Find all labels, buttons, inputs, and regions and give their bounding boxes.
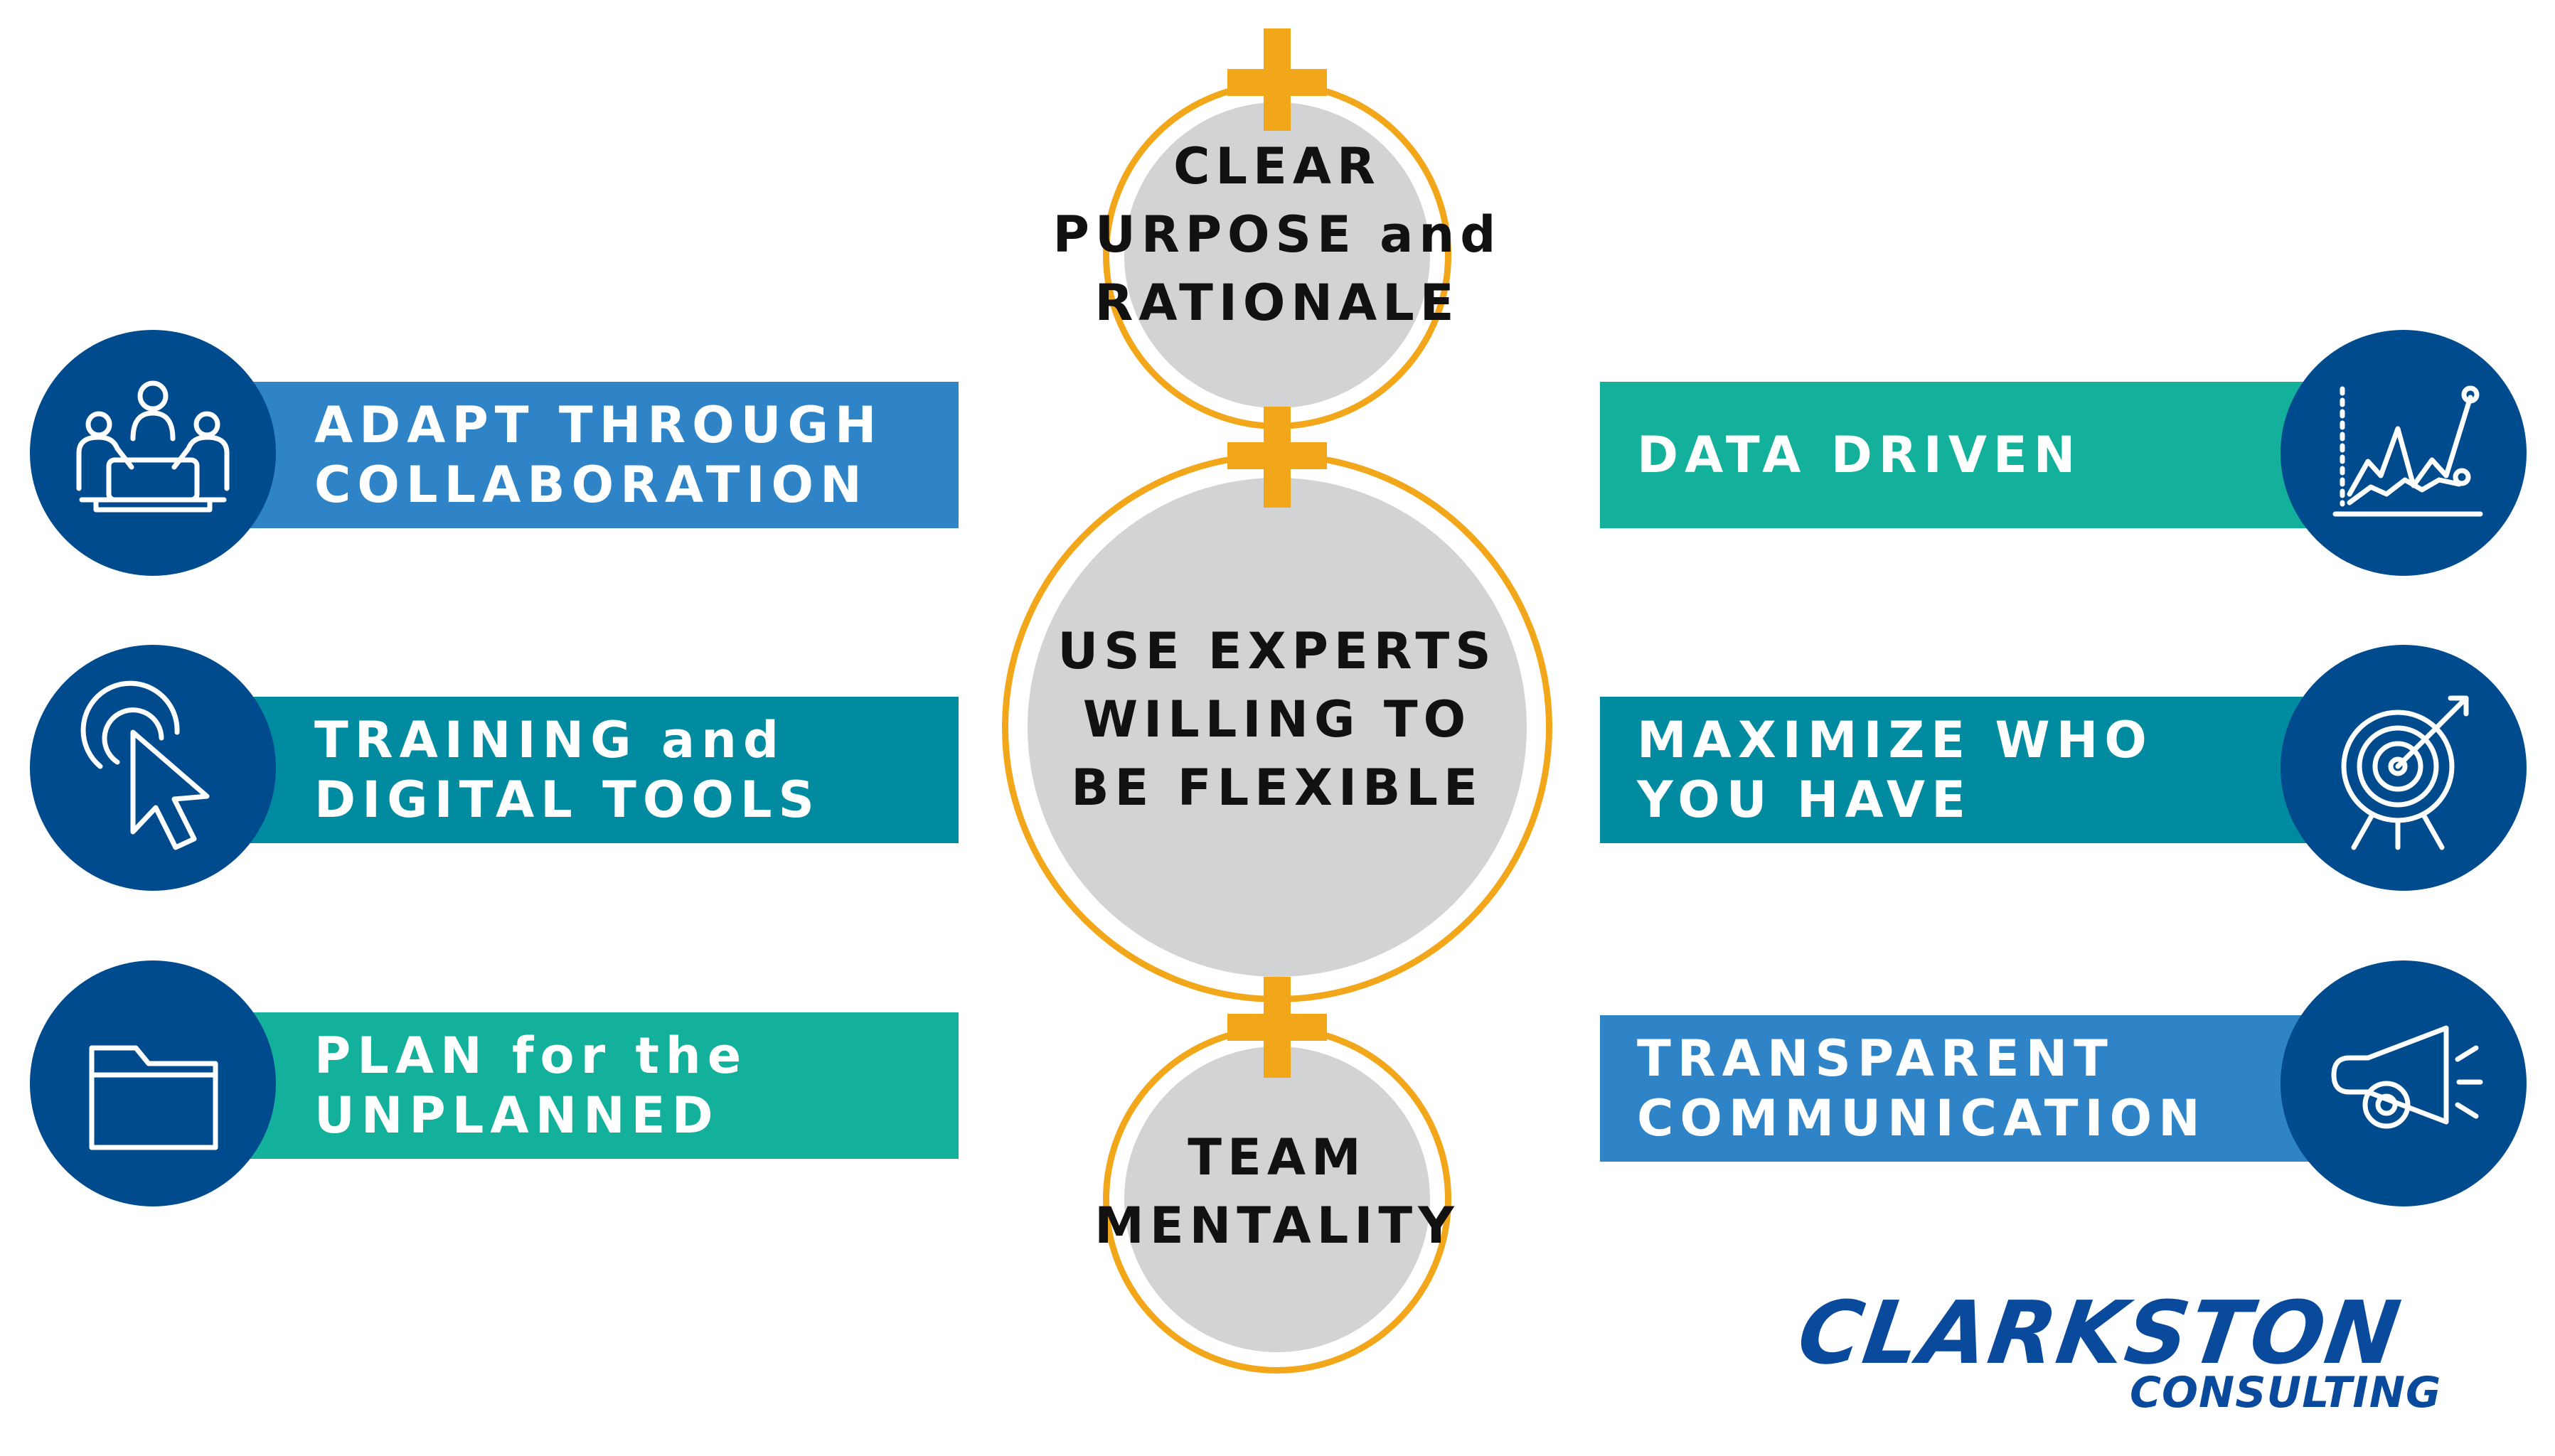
cursor-click-icon [80,680,210,850]
collaboration-icon-circle [30,330,276,576]
bottom-circle [1124,1046,1430,1352]
target-icon [2341,695,2469,850]
bar-label-line-1: TRANSPARENT [1637,1029,2114,1088]
folder-icon [89,1045,218,1150]
middle-circle-line-2: WILLING TO [1082,690,1472,749]
cursor-click-icon-circle [30,645,276,891]
target-icon-circle [2281,645,2527,891]
line-chart-icon-circle [2281,330,2527,576]
bottom-circle-line-1: TEAM [1188,1128,1367,1187]
bar-maximize-who-you-have: MAXIMIZE WHO YOU HAVE [1600,697,2345,843]
line-chart-icon [2332,385,2483,517]
top-circle-line-2: PURPOSE and [1052,205,1502,264]
bar-transparent-communication: TRANSPARENT COMMUNICATION [1600,1015,2345,1162]
megaphone-icon-circle [2281,960,2527,1206]
top-circle-line-3: RATIONALE [1094,274,1460,332]
bar-label-line-2: COMMUNICATION [1637,1089,2207,1147]
bar-label-line-1: ADAPT THROUGH [314,396,883,454]
top-circle-text: CLEAR PURPOSE and RATIONALE [993,132,1562,337]
megaphone-icon [2331,1025,2483,1129]
bar-label-line-2: UNPLANNED [314,1086,720,1145]
folder-icon-circle [30,960,276,1206]
middle-circle [1028,478,1527,977]
middle-circle-text: USE EXPERTS WILLING TO BE FLEXIBLE [993,617,1562,822]
bar-label-line-2: DIGITAL TOOLS [314,771,821,829]
bar-training-and-digital-tools: TRAINING and DIGITAL TOOLS [213,697,959,843]
bottom-circle-line-2: MENTALITY [1094,1197,1460,1255]
top-circle [1124,102,1430,408]
bar-data-driven: DATA DRIVEN [1600,382,2345,528]
bar-adapt-through-collaboration: ADAPT THROUGH COLLABORATION [213,382,959,528]
bar-label-line-2: COLLABORATION [314,456,868,514]
bar-label-line-1: MAXIMIZE WHO [1637,711,2153,769]
bar-label-line-1: PLAN for the [314,1027,748,1085]
bar-label-line-2: YOU HAVE [1637,771,1972,829]
top-circle-line-1: CLEAR [1173,137,1381,196]
middle-circle-line-1: USE EXPERTS [1057,622,1497,680]
bottom-circle-text: TEAM MENTALITY [993,1123,1562,1260]
logo-wordmark: CLARKSTON [1792,1283,2408,1383]
collaboration-icon [76,380,230,513]
bar-label-line-1: DATA DRIVEN [1637,426,2082,484]
middle-circle-line-3: BE FLEXIBLE [1071,759,1483,817]
logo-tagline: CONSULTING [2130,1368,2442,1418]
bar-plan-for-the-unplanned: PLAN for the UNPLANNED [213,1012,959,1159]
bar-label-line-1: TRAINING and [314,711,786,769]
